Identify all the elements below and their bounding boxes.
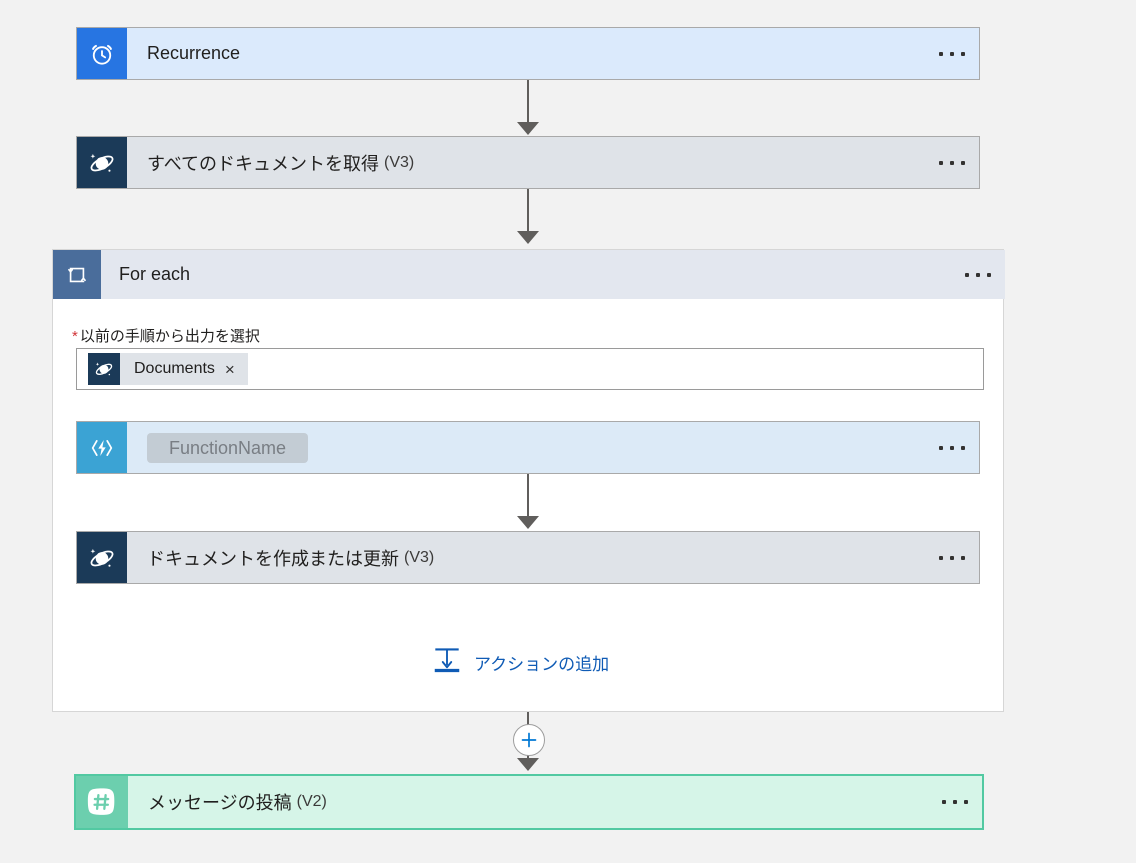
more-options-button[interactable]: [925, 532, 979, 583]
action-title: メッセージの投稿 (V2): [128, 776, 928, 828]
alarm-clock-icon: [77, 28, 127, 79]
plus-icon: [521, 732, 537, 748]
connector-line: [527, 80, 529, 124]
foreach-header[interactable]: For each: [53, 250, 1005, 299]
more-options-button[interactable]: [925, 28, 979, 79]
action-title-text: メッセージの投稿: [148, 793, 292, 813]
connector-arrow: [517, 122, 539, 135]
more-options-button[interactable]: [925, 137, 979, 188]
insert-action-icon: [432, 645, 462, 680]
teams-icon: [76, 776, 128, 828]
action-card-get-all-documents[interactable]: すべてのドキュメントを取得 (V3): [76, 136, 980, 189]
required-asterisk: *: [72, 328, 78, 345]
cosmos-db-icon: [77, 532, 127, 583]
action-card-recurrence[interactable]: Recurrence: [76, 27, 980, 80]
action-title-text: Recurrence: [147, 43, 241, 63]
cosmos-db-icon: [77, 137, 127, 188]
select-output-label-text: 以前の手順から出力を選択: [79, 328, 260, 345]
cosmos-db-icon: [88, 353, 120, 385]
action-card-azure-function[interactable]: FunctionName: [76, 421, 980, 474]
action-title-text: ドキュメントを作成または更新: [147, 548, 399, 569]
token-documents[interactable]: Documents ×: [88, 353, 248, 385]
connector-arrow: [517, 231, 539, 244]
insert-step-button[interactable]: [513, 724, 545, 756]
select-output-label: *以前の手順から出力を選択: [72, 325, 260, 346]
action-title-text: すべてのドキュメントを取得: [147, 153, 380, 174]
azure-functions-icon: [77, 422, 127, 473]
action-version: (V3): [404, 548, 435, 566]
more-options-button[interactable]: [951, 250, 1005, 299]
token-remove-icon[interactable]: ×: [224, 359, 235, 379]
action-card-upsert-document[interactable]: ドキュメントを作成または更新 (V3): [76, 531, 980, 584]
action-card-post-message[interactable]: メッセージの投稿 (V2): [74, 774, 984, 830]
action-title: ドキュメントを作成または更新 (V3): [127, 532, 925, 583]
select-output-input[interactable]: Documents ×: [76, 348, 984, 390]
more-options-button[interactable]: [925, 422, 979, 473]
foreach-title: For each: [101, 250, 951, 299]
loop-icon: [53, 250, 101, 299]
action-version: (V2): [296, 793, 327, 810]
add-action-label: アクションの追加: [474, 655, 610, 674]
action-title: FunctionName: [127, 422, 925, 473]
add-action-button[interactable]: アクションの追加: [432, 645, 609, 680]
token-label: Documents: [134, 360, 215, 377]
foreach-title-text: For each: [119, 264, 191, 284]
more-options-button[interactable]: [928, 776, 982, 828]
function-name-placeholder[interactable]: FunctionName: [147, 432, 309, 463]
connector-arrow: [517, 516, 539, 529]
connector-line: [527, 189, 529, 233]
action-version: (V3): [384, 153, 415, 171]
connector-line: [527, 474, 529, 518]
action-title: Recurrence: [127, 28, 925, 79]
connector-arrow: [517, 758, 539, 771]
action-title: すべてのドキュメントを取得 (V3): [127, 137, 925, 188]
